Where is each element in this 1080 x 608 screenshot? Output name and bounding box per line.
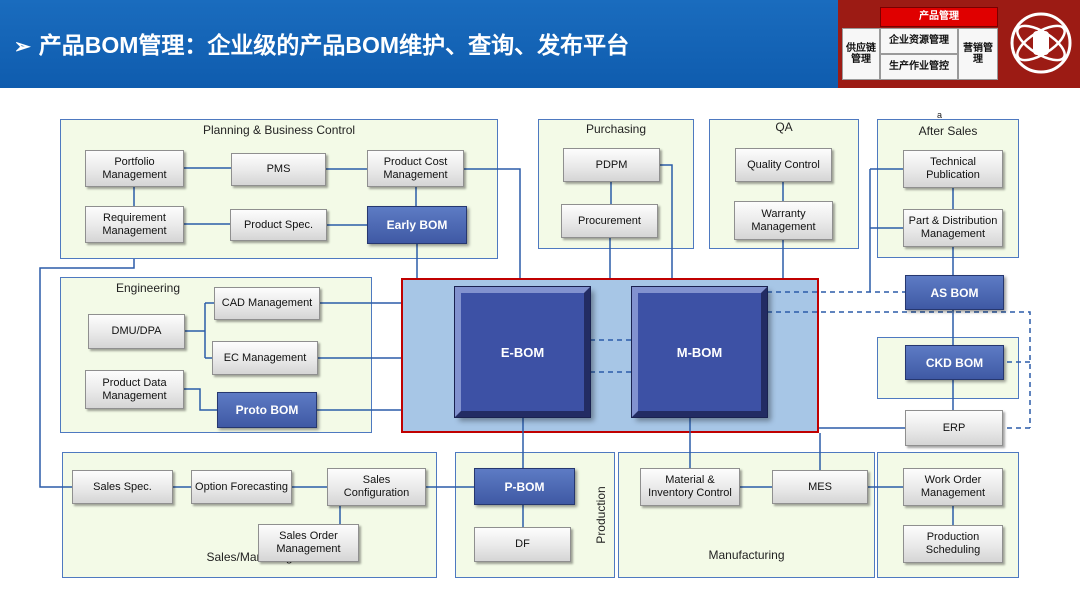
- node-cad-management: CAD Management: [214, 287, 320, 320]
- group-sales-marketing-label: Sales/Marketing: [206, 550, 293, 564]
- legend-product-management: 产品管理: [880, 7, 998, 27]
- node-e-bom: E-BOM: [454, 286, 591, 418]
- node-pdpm: PDPM: [563, 148, 660, 182]
- node-material-inventory-control: Material & Inventory Control: [640, 468, 740, 506]
- page-title: ➢ 产品BOM管理：企业级的产品BOM维护、查询、发布平台: [14, 26, 629, 60]
- node-requirement-management: Requirement Management: [85, 206, 184, 243]
- node-as-bom: AS BOM: [905, 275, 1004, 310]
- node-df: DF: [474, 527, 571, 562]
- node-sales-configuration: Sales Configuration: [327, 468, 426, 506]
- node-production-scheduling: Production Scheduling: [903, 525, 1003, 563]
- node-option-forecasting: Option Forecasting: [191, 470, 292, 504]
- group-manufacturing-label: Manufacturing: [708, 548, 785, 562]
- page-title-text: 产品BOM管理：企业级的产品BOM维护、查询、发布平台: [38, 32, 630, 58]
- node-product-spec: Product Spec.: [230, 209, 327, 241]
- group-engineering-label: Engineering: [115, 281, 181, 295]
- arrow-icon: ➢: [14, 36, 31, 58]
- node-quality-control: Quality Control: [735, 148, 832, 182]
- node-portfolio-management: Portfolio Management: [85, 150, 184, 187]
- node-m-bom: M-BOM: [631, 286, 768, 418]
- group-after-sales-label: After Sales: [918, 124, 978, 138]
- node-sales-spec: Sales Spec.: [72, 470, 173, 504]
- legend-production-control: 生产作业管控: [880, 54, 958, 80]
- group-purchasing-label: Purchasing: [585, 122, 647, 136]
- node-dmu-dpa: DMU/DPA: [88, 314, 185, 349]
- node-early-bom: Early BOM: [367, 206, 467, 244]
- node-p-bom: P-BOM: [474, 468, 575, 505]
- company-logo-icon: [1010, 12, 1072, 74]
- node-mes: MES: [772, 470, 868, 504]
- legend-erp: 企业资源管理: [880, 28, 958, 54]
- node-work-order-management: Work Order Management: [903, 468, 1003, 506]
- node-product-data-management: Product Data Management: [85, 370, 184, 409]
- legend-panel: 产品管理 供应链管理 企业资源管理 生产作业管控 营销管理: [838, 0, 1080, 88]
- group-qa-label: QA: [775, 120, 793, 134]
- legend-marketing: 营销管理: [958, 28, 998, 80]
- group-planning-label: Planning & Business Control: [202, 123, 356, 137]
- node-pms: PMS: [231, 153, 326, 186]
- node-sales-order-management: Sales Order Management: [258, 524, 359, 562]
- node-part-distribution-management: Part & Distribution Management: [903, 209, 1003, 247]
- node-technical-publication: Technical Publication: [903, 150, 1003, 188]
- group-production-label: Production: [594, 486, 608, 544]
- node-product-cost-management: Product Cost Management: [367, 150, 464, 187]
- node-proto-bom: Proto BOM: [217, 392, 317, 428]
- node-ec-management: EC Management: [212, 341, 318, 375]
- node-ckd-bom: CKD BOM: [905, 345, 1004, 380]
- legend-supply-chain: 供应链管理: [842, 28, 880, 80]
- node-erp: ERP: [905, 410, 1003, 446]
- node-procurement: Procurement: [561, 204, 658, 238]
- after-sales-note: a: [937, 110, 943, 120]
- node-warranty-management: Warranty Management: [734, 201, 833, 240]
